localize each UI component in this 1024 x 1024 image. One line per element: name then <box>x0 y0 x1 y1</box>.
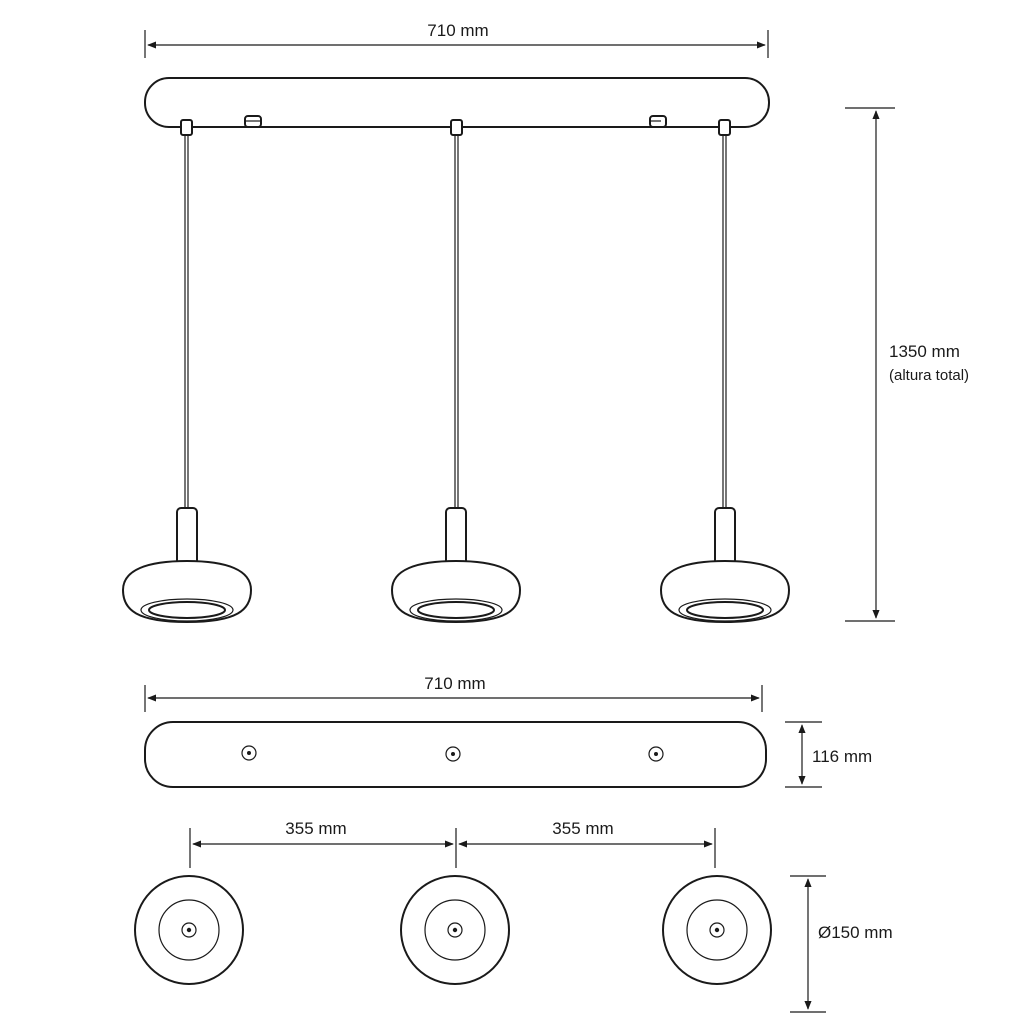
spacing-left-label: 355 mm <box>285 819 346 838</box>
front-elevation: 710 mm <box>121 21 969 624</box>
canopy-screw-right <box>649 115 667 128</box>
plan-depth-dimension: 116 mm <box>785 721 872 788</box>
spacing-dimensions: 355 mm 355 mm <box>189 819 716 868</box>
total-height-label: 1350 mm <box>889 342 960 361</box>
shades-bottom-view: 355 mm 355 mm Ø150 mm <box>134 819 893 1013</box>
canopy-hole-left <box>241 745 257 761</box>
cable-grip-center <box>450 119 463 136</box>
top-width-label: 710 mm <box>427 21 488 40</box>
canopy-screw-left <box>244 115 262 128</box>
suspension-cable-center <box>454 135 459 512</box>
canopy-hole-right <box>648 746 664 762</box>
shade-bottom-right <box>662 875 772 985</box>
shade-diameter-dimension: Ø150 mm <box>790 875 893 1013</box>
canopy-hole-center <box>445 746 461 762</box>
top-width-dimension: 710 mm <box>144 21 769 58</box>
pendant-shade-center <box>390 507 522 624</box>
shade-bottom-center <box>400 875 510 985</box>
spacing-right-label: 355 mm <box>552 819 613 838</box>
suspension-cable-right <box>722 135 727 512</box>
canopy-plate <box>144 721 767 788</box>
suspension-cable-left <box>184 135 189 512</box>
shade-diameter-label: Ø150 mm <box>818 923 893 942</box>
cable-grip-left <box>180 119 193 136</box>
cable-grip-right <box>718 119 731 136</box>
pendant-shade-right <box>659 507 791 624</box>
pendant-shade-left <box>121 507 253 624</box>
plan-width-label: 710 mm <box>424 674 485 693</box>
plan-depth-label: 116 mm <box>812 747 872 766</box>
shade-bottom-left <box>134 875 244 985</box>
plan-width-dimension: 710 mm <box>144 674 763 712</box>
total-height-dimension: 1350 mm (altura total) <box>845 107 969 622</box>
canopy-plan-view: 710 mm 116 mm <box>144 674 872 788</box>
total-height-note: (altura total) <box>889 367 969 384</box>
